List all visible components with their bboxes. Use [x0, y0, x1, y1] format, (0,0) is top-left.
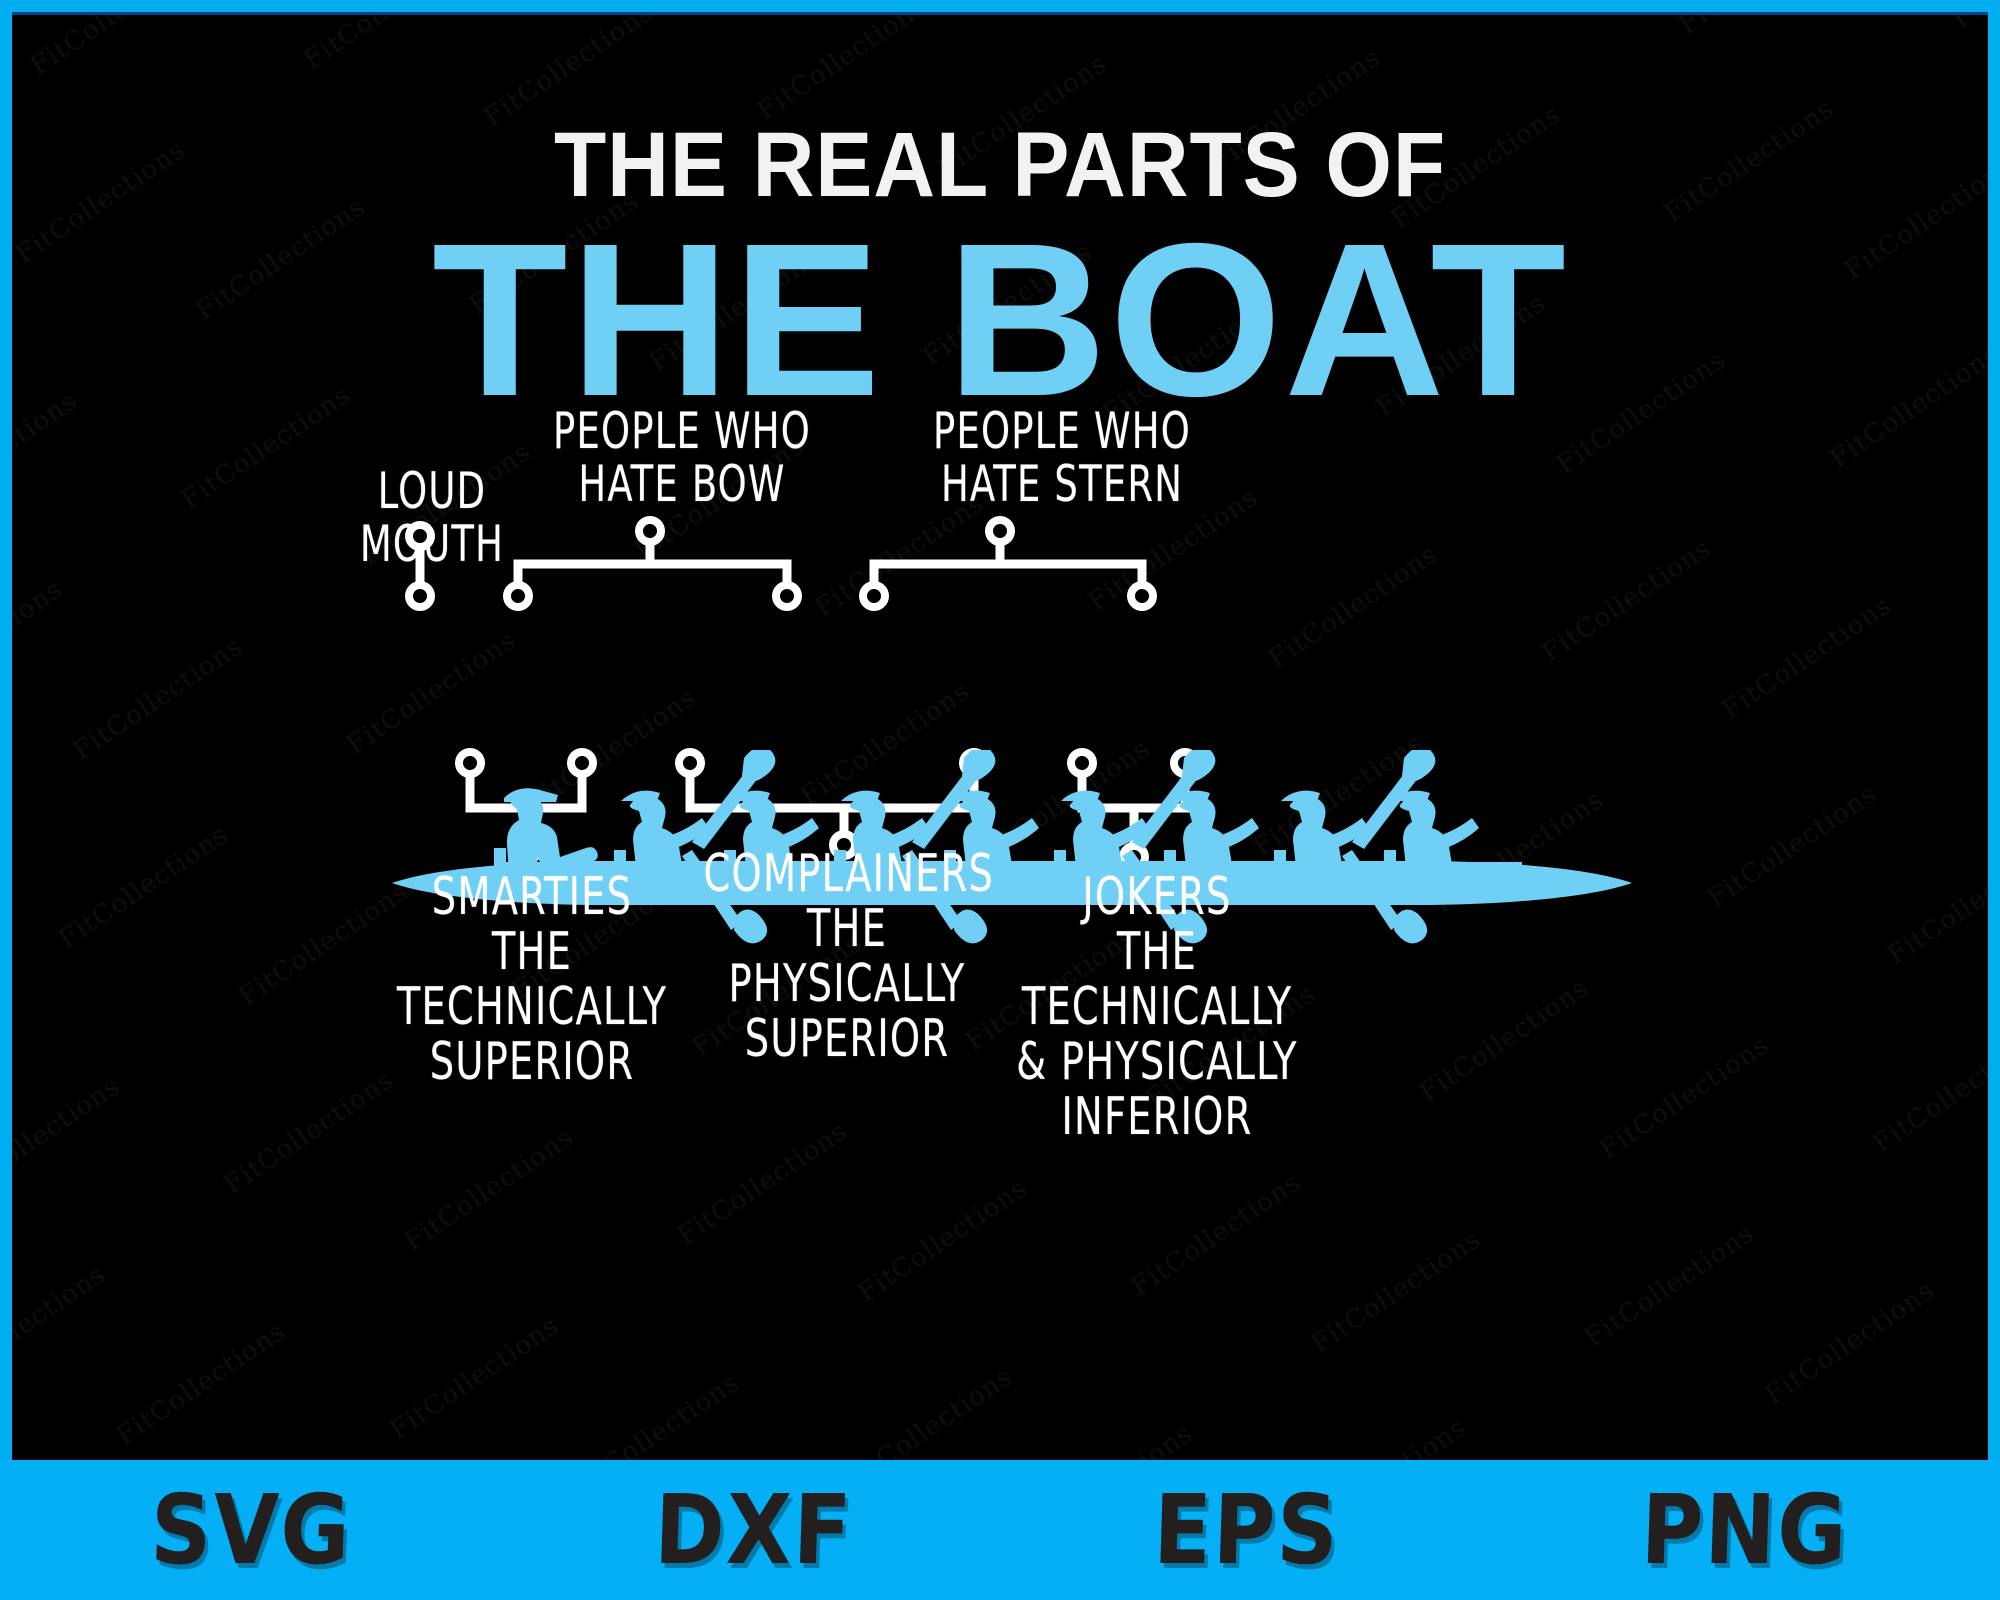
node-bow-right: [772, 581, 802, 611]
rower-seat: [1274, 850, 1286, 876]
oar-blade-up: [1402, 746, 1436, 782]
rower-cap: [1061, 790, 1100, 801]
format-dxf: DXF: [652, 1474, 855, 1586]
oar-shaft-down: [682, 850, 742, 930]
rower-seat: [724, 850, 736, 876]
rowing-boat-illustration: [392, 746, 1632, 955]
node-loud-mouth-top: [405, 521, 435, 551]
rower-body: [739, 795, 794, 876]
label-hate-stern: PEOPLE WHO HATE STERN: [933, 402, 1191, 513]
label-hate-bow: PEOPLE WHO HATE BOW: [553, 402, 811, 513]
rower-seat: [1384, 850, 1396, 876]
connector-lines: [405, 516, 1200, 872]
rower-body: [1289, 795, 1344, 876]
coxswain-body: [506, 792, 598, 891]
rower-seat: [944, 850, 956, 876]
format-png: PNG: [1639, 1474, 1851, 1586]
rowing-eight-svg: [392, 746, 1632, 944]
label-smarties: SMARTIES THE TECHNICALLY SUPERIOR: [396, 867, 668, 1093]
rower-cap: [621, 790, 660, 801]
rower-body: [1069, 795, 1124, 876]
format-svg: SVG: [149, 1474, 354, 1586]
rower-4: [944, 790, 1039, 876]
rower-3: [834, 746, 996, 944]
oar-blade-down: [1174, 909, 1208, 944]
rower-seat: [614, 850, 626, 876]
rower-cap: [1391, 790, 1430, 801]
oar-shaft-up: [1132, 766, 1201, 849]
rower-arm: [992, 818, 1039, 852]
rower-2: [724, 790, 819, 876]
headline-block: THE REAL PARTS OF THE BOAT: [12, 114, 1988, 442]
format-eps: EPS: [1151, 1474, 1342, 1586]
oar-shaft-down: [1342, 850, 1402, 930]
title-line-1: THE REAL PARTS OF: [553, 114, 1447, 216]
node-jokers-left: [1067, 748, 1097, 778]
rower-cap: [1171, 790, 1210, 801]
rower-body: [1399, 795, 1454, 876]
oar-blade-up: [1182, 746, 1216, 782]
rower-seat: [834, 850, 846, 876]
node-smarties-left: [455, 748, 485, 778]
rower-body: [1179, 795, 1234, 876]
oar-blade-down: [1394, 909, 1428, 944]
rower-cap: [1281, 790, 1320, 801]
label-complainers: COMPLAINERS THE PHYSICALLY SUPERIOR: [703, 844, 995, 1070]
node-complainers-left: [675, 748, 705, 778]
oar-blade-up: [962, 746, 996, 782]
rowers-group: [614, 746, 1479, 944]
rower-5: [1054, 746, 1216, 944]
rower-arm: [772, 818, 819, 852]
rower-seat: [1054, 850, 1066, 876]
rower-arm: [1212, 818, 1259, 852]
oar-blade-up: [742, 746, 776, 782]
rower-arm: [1432, 818, 1479, 852]
rower-body: [629, 795, 684, 876]
rower-cap: [731, 790, 770, 801]
oar-shaft-up: [692, 766, 761, 849]
title-line-2: THE BOAT: [431, 199, 1569, 442]
rower-7: [1274, 746, 1436, 944]
node-stern-right: [1127, 581, 1157, 611]
rower-arm: [1102, 818, 1149, 852]
rower-cap: [841, 790, 880, 801]
oar-shaft-down: [902, 850, 962, 930]
rower-seat: [1164, 850, 1176, 876]
rower-arm: [1322, 818, 1369, 852]
rower-cap: [951, 790, 990, 801]
diagram: LOUD MOUTH PEOPLE WHO HATE BOW PEOPLE WH…: [12, 15, 1988, 1460]
oar-blade-down: [734, 909, 768, 944]
rower-body: [959, 795, 1014, 876]
format-bar: SVG DXF EPS PNG: [0, 1460, 2000, 1600]
node-stern-left: [859, 581, 889, 611]
rower-arm: [662, 818, 709, 852]
oar-shaft-down: [1122, 850, 1182, 930]
oar-shaft-up: [1352, 766, 1421, 849]
coxswain-seat: [494, 848, 506, 876]
coxswain-cap: [504, 788, 558, 802]
label-jokers: JOKERS THE TECHNICALLY & PHYSICALLY INFE…: [1016, 867, 1298, 1148]
node-stern-top: [985, 516, 1015, 546]
coxswain: [494, 788, 598, 891]
node-loud-mouth-bottom: [405, 581, 435, 611]
oar-shaft-up: [912, 766, 981, 849]
rower-body: [849, 795, 904, 876]
rower-6: [1164, 790, 1259, 876]
rower-1: [614, 746, 776, 944]
node-smarties-right: [567, 748, 597, 778]
rower-arm: [882, 818, 929, 852]
oar-blade-down: [954, 909, 988, 944]
rower-8: [1384, 790, 1479, 876]
node-bow-left: [503, 581, 533, 611]
node-bow-top: [635, 516, 665, 546]
